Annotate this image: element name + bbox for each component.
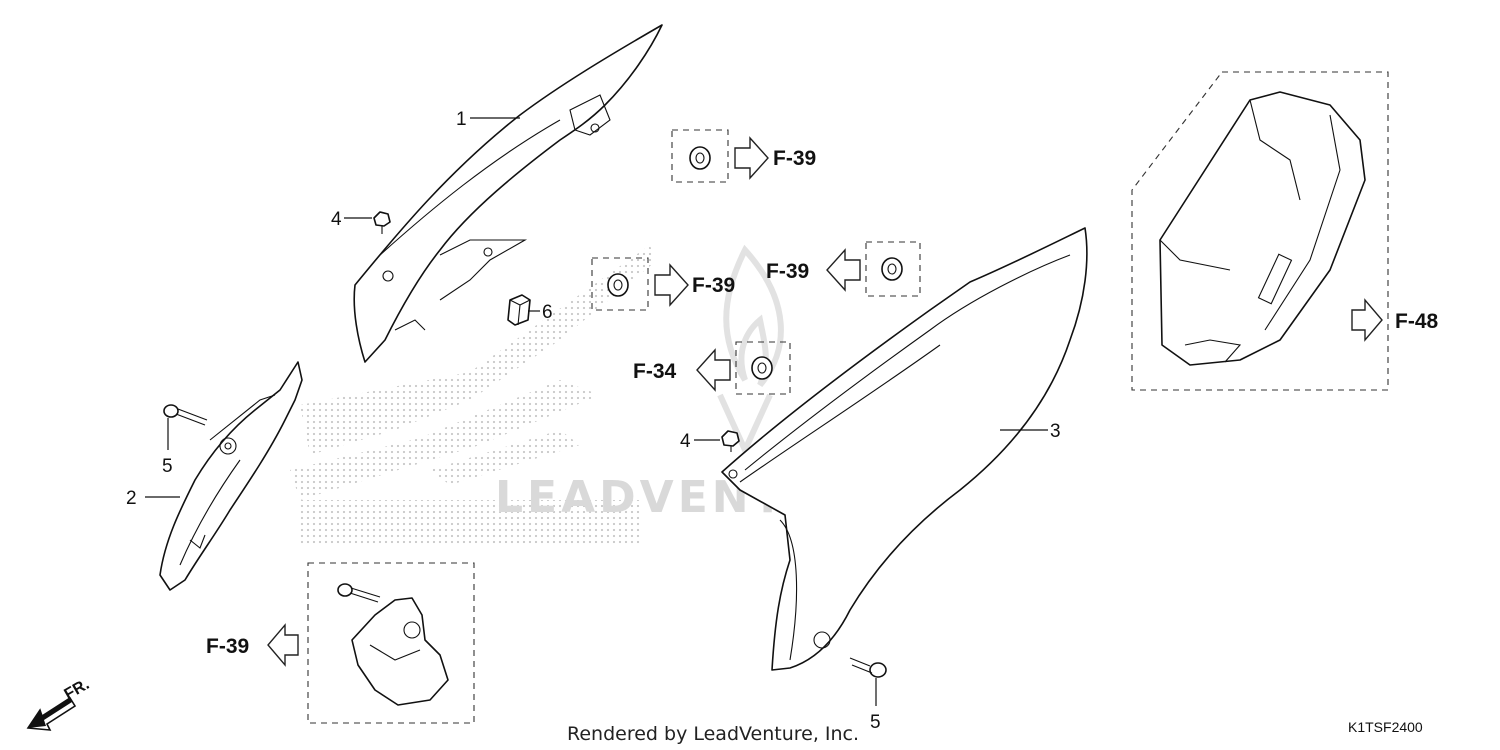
ref-arrow-3	[826, 248, 861, 292]
part-3-large-side-cover	[721, 227, 1088, 671]
part-4-grommet-upper	[373, 211, 391, 234]
front-label: FR.	[62, 676, 93, 704]
ref-arrow-4	[696, 348, 731, 392]
ref-box-bracket	[307, 562, 475, 724]
part-6-clip	[507, 294, 531, 326]
callout-1: 1	[456, 109, 467, 130]
ref-arrow-1	[734, 136, 769, 180]
callout-5-bottom: 5	[870, 712, 881, 733]
ref-box-2	[591, 257, 649, 311]
ref-label-5: F-39	[206, 635, 249, 658]
callout-3: 3	[1050, 421, 1061, 442]
part-5-bolt-bottom	[849, 657, 887, 678]
ref-box-tail-unit	[1131, 71, 1389, 391]
ref-arrow-5	[1351, 298, 1383, 342]
ref-box-4	[735, 341, 791, 395]
honda-wing-watermark	[290, 245, 655, 545]
callout-2: 2	[126, 488, 137, 509]
front-direction-arrow-icon	[26, 696, 77, 731]
part-5-bolt-left	[163, 404, 208, 426]
ref-label-1: F-39	[773, 147, 816, 170]
ref-label-2: F-39	[692, 274, 735, 297]
diagram-code: K1TSF2400	[1348, 719, 1423, 735]
callout-5-left: 5	[162, 456, 173, 477]
callout-6: 6	[542, 302, 553, 323]
part-2-side-cover	[159, 361, 303, 591]
leader-lines	[145, 117, 1048, 706]
callout-4-upper: 4	[331, 209, 342, 230]
flame-watermark	[717, 244, 784, 458]
ref-arrow-6	[267, 623, 299, 667]
credit-text: Rendered by LeadVenture, Inc.	[567, 723, 859, 745]
ref-label-4: F-34	[633, 360, 677, 383]
ref-arrow-2	[654, 263, 689, 307]
ref-label-3: F-39	[766, 260, 809, 283]
part-4-grommet-lower	[721, 430, 740, 452]
ref-box-1	[671, 129, 729, 183]
part-1-upper-cowl	[353, 24, 663, 363]
ref-box-3	[865, 241, 921, 297]
callout-4-lower: 4	[680, 431, 691, 452]
ref-label-6: F-48	[1395, 310, 1439, 333]
